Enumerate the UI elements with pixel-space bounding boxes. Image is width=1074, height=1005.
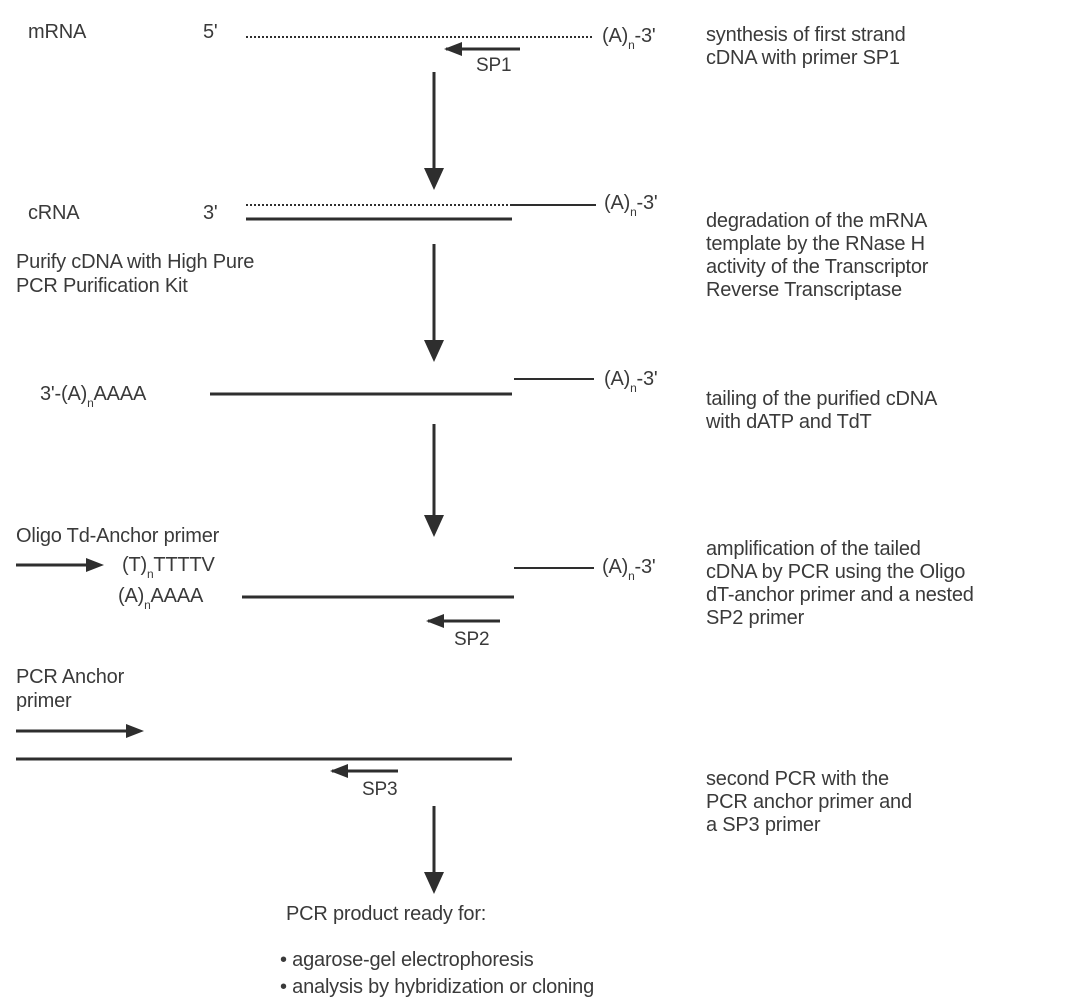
flow-arrowhead-3 bbox=[424, 515, 444, 537]
poly-a-sequence: (A)nAAAA bbox=[118, 585, 204, 612]
crna-label: cRNA bbox=[28, 202, 80, 224]
step3-desc-line: with dATP and TdT bbox=[706, 411, 872, 433]
purify-note-line: PCR Purification Kit bbox=[16, 275, 188, 297]
pcr-anchor-label-line: PCR Anchor bbox=[16, 666, 125, 688]
step3-desc-line: tailing of the purified cDNA bbox=[706, 388, 938, 410]
pcr-anchor-primer-label: PCR Anchor primer bbox=[16, 665, 124, 713]
result-item: • agarose-gel electrophoresis bbox=[280, 949, 534, 971]
mrna-polyA-end: (A)n-3' bbox=[602, 25, 656, 52]
step1-desc-line: cDNA with primer SP1 bbox=[706, 47, 900, 69]
step5-desc-line: a SP3 primer bbox=[706, 814, 821, 836]
result-list: • agarose-gel electrophoresis • analysis… bbox=[280, 947, 594, 1001]
sp1-primer-label: SP1 bbox=[476, 55, 512, 76]
step1-description: synthesis of first strand cDNA with prim… bbox=[706, 24, 906, 70]
step2-description: degradation of the mRNA template by the … bbox=[706, 210, 928, 302]
result-title: PCR product ready for: bbox=[286, 903, 487, 925]
step2-desc-line: template by the RNase H bbox=[706, 233, 925, 255]
step2-desc-line: Reverse Transcriptase bbox=[706, 279, 902, 301]
purify-note-line: Purify cDNA with High Pure bbox=[16, 251, 255, 273]
step5-desc-line: PCR anchor primer and bbox=[706, 791, 912, 813]
step5-desc-line: second PCR with the bbox=[706, 768, 889, 790]
sp3-arrowhead bbox=[330, 764, 348, 778]
flow-arrowhead-4 bbox=[424, 872, 444, 894]
tailed-cdna-label: 3'-(A)nAAAA bbox=[40, 383, 147, 410]
oligo-dt-arrowhead bbox=[86, 558, 104, 572]
step2-desc-line: degradation of the mRNA bbox=[706, 210, 928, 232]
step4-desc-line: SP2 primer bbox=[706, 607, 805, 629]
flow-arrowhead-1 bbox=[424, 168, 444, 190]
step5-description: second PCR with the PCR anchor primer an… bbox=[706, 768, 912, 837]
step3-polyA-end: (A)n-3' bbox=[604, 368, 658, 395]
step4-desc-line: cDNA by PCR using the Oligo bbox=[706, 561, 966, 583]
sp2-primer-label: SP2 bbox=[454, 629, 490, 650]
oligo-td-anchor-label: Oligo Td-Anchor primer bbox=[16, 525, 220, 547]
step3-description: tailing of the purified cDNA with dATP a… bbox=[706, 388, 937, 434]
crna-three-prime: 3' bbox=[203, 202, 218, 224]
step4-description: amplification of the tailed cDNA by PCR … bbox=[706, 538, 974, 630]
step1-desc-line: synthesis of first strand bbox=[706, 24, 906, 46]
mrna-five-prime: 5' bbox=[203, 21, 218, 43]
mrna-label: mRNA bbox=[28, 21, 87, 43]
result-item: • analysis by hybridization or cloning bbox=[280, 976, 595, 998]
purify-note: Purify cDNA with High Pure PCR Purificat… bbox=[16, 250, 254, 298]
step4-desc-line: amplification of the tailed bbox=[706, 538, 921, 560]
sp2-arrowhead bbox=[426, 614, 444, 628]
sp3-primer-label: SP3 bbox=[362, 779, 398, 800]
pcr-anchor-label-line: primer bbox=[16, 690, 72, 712]
pcr-anchor-arrowhead bbox=[126, 724, 144, 738]
step2-polyA-end: (A)n-3' bbox=[604, 192, 658, 219]
flow-arrowhead-2 bbox=[424, 340, 444, 362]
sp1-arrowhead bbox=[444, 42, 462, 56]
oligo-dt-sequence: (T)nTTTTV bbox=[122, 554, 215, 581]
step4-polyA-end: (A)n-3' bbox=[602, 556, 656, 583]
step4-desc-line: dT-anchor primer and a nested bbox=[706, 584, 974, 606]
step2-desc-line: activity of the Transcriptor bbox=[706, 256, 929, 278]
